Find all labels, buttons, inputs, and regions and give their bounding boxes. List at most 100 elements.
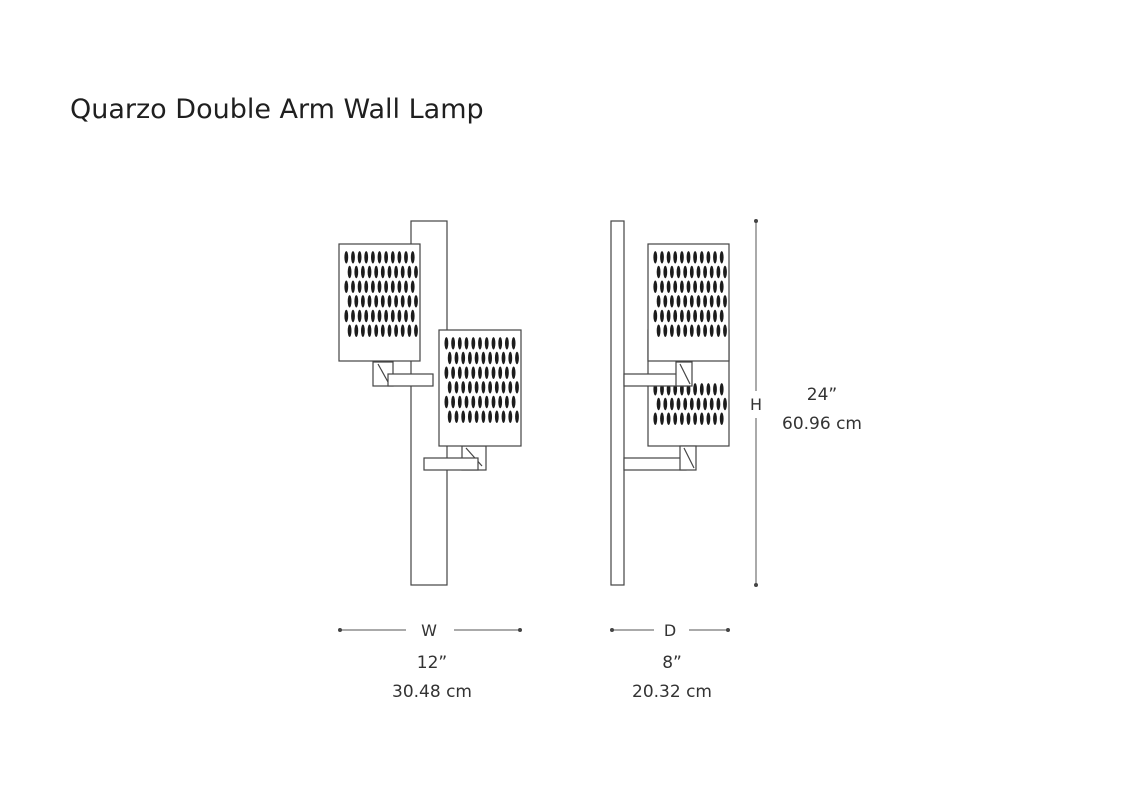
perforation-hole [384,309,388,323]
perforation-hole [703,295,707,308]
perforation-hole [686,280,691,293]
perforation-hole [699,280,704,293]
perforation-hole [367,295,372,308]
height-metric: 60.96 cm [782,414,862,434]
perforation-hole [660,280,664,293]
perforation-hole [693,251,697,264]
perforation-hole [709,265,714,279]
perforation-hole [670,397,674,411]
perforation-hole [478,366,482,379]
perforation-hole [693,309,697,323]
perforation-hole [364,280,369,293]
height-dimension: H 24” 60.96 cm [750,219,862,587]
perforation-hole [468,381,472,394]
perforation-hole [696,397,701,411]
perforation-hole [505,395,509,409]
perforation-hole [511,337,516,350]
perforation-hole [686,412,691,425]
perforation-hole [666,309,671,323]
perforation-hole [719,251,724,264]
perforation-hole [371,251,375,264]
perforation-hole [454,381,459,394]
perforation-hole [414,295,418,308]
side-upper-shade-pattern [653,251,727,337]
perforation-hole [394,324,398,337]
perforation-hole [468,410,472,423]
perforation-hole [494,410,499,423]
perforation-hole [673,412,678,425]
perforation-hole [344,309,349,323]
side-view [610,220,730,586]
perforation-hole [380,265,385,279]
perforation-hole [689,265,694,279]
perforation-hole [471,395,476,409]
perforation-hole [501,351,506,365]
perforation-hole [484,337,489,350]
perforation-hole [491,395,496,409]
perforation-hole [660,309,664,323]
perforation-hole [683,324,688,337]
width-metric: 30.48 cm [392,682,472,702]
side-backplate [610,220,625,586]
perforation-hole [377,280,382,293]
perforation-hole [670,324,674,337]
perforation-hole [404,280,408,293]
perforation-hole [344,251,349,264]
perforation-hole [371,309,375,323]
perforation-hole [699,383,704,396]
perforation-hole [716,265,721,279]
perforation-hole [404,309,408,323]
perforation-hole [464,366,469,379]
perforation-hole [508,381,513,394]
perforation-hole [680,280,684,293]
perforation-hole [444,337,449,350]
perforation-hole [351,251,355,264]
perforation-hole [481,351,486,365]
perforation-hole [394,265,398,279]
depth-metric: 20.32 cm [632,682,712,702]
perforation-hole [387,324,392,337]
perforation-hole [351,309,355,323]
perforation-hole [444,366,449,379]
perforation-hole [511,366,516,379]
perforation-hole [481,410,486,423]
perforation-hole [508,410,513,423]
perforation-hole [444,395,449,409]
perforation-hole [670,265,674,279]
perforation-hole [683,295,688,308]
perforation-hole [457,366,462,379]
perforation-hole [683,397,688,411]
perforation-hole [656,324,661,337]
perforation-hole [689,295,694,308]
perforation-hole [410,309,415,323]
perforation-hole [673,251,678,264]
perforation-hole [693,383,697,396]
perforation-hole [457,337,462,350]
width-letter: W [421,621,437,640]
perforation-hole [384,251,388,264]
perforation-hole [713,383,717,396]
perforation-hole [361,295,365,308]
perforation-hole [407,324,412,337]
perforation-hole [390,309,395,323]
perforation-hole [663,295,668,308]
perforation-hole [447,351,452,365]
perforation-hole [494,351,499,365]
perforation-hole [387,265,392,279]
perforation-hole [478,395,482,409]
perforation-hole [347,324,352,337]
perforation-hole [706,412,711,425]
perforation-hole [387,295,392,308]
perforation-hole [364,309,369,323]
perforation-hole [347,265,352,279]
perforation-hole [354,295,359,308]
height-imperial: 24” [807,385,837,405]
perforation-hole [713,251,717,264]
perforation-hole [400,265,405,279]
perforation-hole [380,295,385,308]
perforation-hole [498,366,503,379]
perforation-hole [488,351,492,365]
perforation-hole [716,295,721,308]
perforation-hole [394,295,398,308]
perforation-hole [481,381,486,394]
